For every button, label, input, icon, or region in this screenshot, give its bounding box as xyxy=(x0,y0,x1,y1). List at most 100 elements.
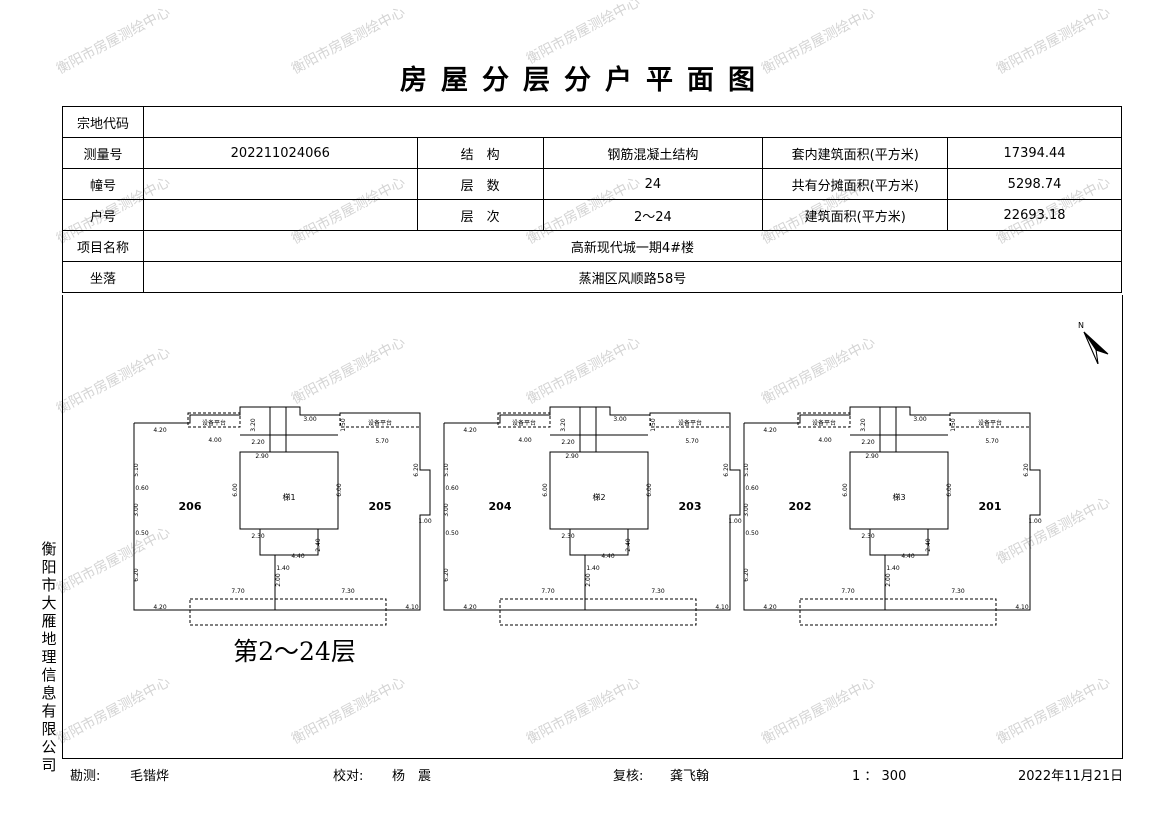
dimension-label: 0.50 xyxy=(135,530,149,537)
table-row: 测量号 202211024066 结 构 钢筋混凝土结构 套内建筑面积(平方米)… xyxy=(62,137,1122,169)
dimension-label: 0.60 xyxy=(135,485,149,492)
bottom-balcony xyxy=(499,598,697,626)
dimension-label: 4.40 xyxy=(291,553,305,560)
stair-core xyxy=(239,451,339,530)
info-table: 宗地代码 测量号 202211024066 结 构 钢筋混凝土结构 套内建筑面积… xyxy=(62,106,1123,293)
drawing-frame xyxy=(62,295,1123,759)
dimension-label: 7.70 xyxy=(541,588,555,595)
bottom-balcony xyxy=(189,598,387,626)
dimension-label: 2.40 xyxy=(625,538,632,552)
dimension-label: 2.30 xyxy=(861,533,875,540)
unit-number: 206 xyxy=(179,500,202,513)
dimension-label: 5.10 xyxy=(743,463,750,477)
total-area-label: 建筑面积(平方米) xyxy=(762,199,949,231)
side-company-char: 理 xyxy=(41,648,57,666)
floors-value: 24 xyxy=(542,168,764,200)
reviewer-name: 龚飞翰 xyxy=(670,769,710,784)
dimension-label: 7.30 xyxy=(951,588,965,595)
unit-number: 201 xyxy=(979,500,1002,513)
dimension-label: 2.00 xyxy=(275,573,282,587)
equipment-platform xyxy=(949,412,1031,428)
balcony-label: 设备平台 xyxy=(368,419,392,427)
balcony-label: 设备平台 xyxy=(978,419,1002,427)
dimension-label: 7.70 xyxy=(231,588,245,595)
balcony-label: 设备平台 xyxy=(202,419,226,427)
structure-value: 钢筋混凝土结构 xyxy=(542,137,764,169)
corridor-wall xyxy=(569,529,629,556)
equipment-platform xyxy=(797,412,851,428)
dimension-label: 6.20 xyxy=(743,568,750,582)
floor-range-label: 层 次 xyxy=(416,199,544,231)
unit-number: 202 xyxy=(789,500,812,513)
dimension-label: 6.20 xyxy=(443,568,450,582)
dimension-label: 4.20 xyxy=(763,604,777,611)
dimension-label: 2.00 xyxy=(885,573,892,587)
dimension-label: 2.30 xyxy=(561,533,575,540)
balcony-label: 设备平台 xyxy=(678,419,702,427)
stair-core xyxy=(849,451,949,530)
building-no-label: 幢号 xyxy=(62,168,144,200)
dimension-label: 0.60 xyxy=(445,485,459,492)
building-no-value xyxy=(142,168,418,200)
balcony-label: 设备平台 xyxy=(512,419,536,427)
dimension-label: 5.70 xyxy=(685,438,699,445)
side-company-char: 阳 xyxy=(41,558,57,576)
bottom-balcony xyxy=(799,598,997,626)
corridor-wall xyxy=(869,529,929,556)
location-value: 蒸湘区风顺路58号 xyxy=(142,261,1123,293)
inner-area-label: 套内建筑面积(平方米) xyxy=(762,137,949,169)
dimension-label: 3.00 xyxy=(303,416,317,423)
unit-number: 203 xyxy=(679,500,702,513)
shared-area-value: 5298.74 xyxy=(947,168,1122,200)
stair-label: 梯3 xyxy=(892,492,905,502)
checker-name: 杨 震 xyxy=(392,769,432,784)
shared-area-label: 共有分摊面积(平方米) xyxy=(762,168,949,200)
dimension-label: 3.20 xyxy=(860,418,867,432)
dimension-label: 6.00 xyxy=(946,483,953,497)
corridor-wall xyxy=(259,529,319,556)
page-title: 房屋分层分户平面图 xyxy=(400,65,769,96)
dimension-label: 4.40 xyxy=(601,553,615,560)
table-row: 坐落 蒸湘区风顺路58号 xyxy=(62,261,1123,293)
project-label: 项目名称 xyxy=(62,230,144,262)
side-company-char: 信 xyxy=(41,666,57,684)
dimension-label: 6.20 xyxy=(413,463,420,477)
unit-no-value xyxy=(142,199,418,231)
inner-area-value: 17394.44 xyxy=(947,137,1122,169)
dimension-label: 2.20 xyxy=(561,439,575,446)
checker-label: 校对: xyxy=(333,769,364,784)
side-company-char: 公 xyxy=(41,738,57,756)
dimension-label: 5.10 xyxy=(443,463,450,477)
side-company-char: 雁 xyxy=(41,612,57,630)
dimension-label: 4.10 xyxy=(715,604,729,611)
dimension-label: 4.20 xyxy=(463,604,477,611)
survey-no-value: 202211024066 xyxy=(142,137,418,169)
survey-no-label: 测量号 xyxy=(62,137,144,169)
side-company-char: 市 xyxy=(41,576,57,594)
dimension-label: 3.20 xyxy=(250,418,257,432)
dimension-label: 0.60 xyxy=(745,485,759,492)
dimension-label: 1.00 xyxy=(1028,518,1042,525)
dimension-label: 4.00 xyxy=(518,437,532,444)
dimension-label: 2.40 xyxy=(925,538,932,552)
dimension-label: 3.00 xyxy=(613,416,627,423)
surveyor-name: 毛锴烨 xyxy=(130,769,170,784)
dimension-label: 6.20 xyxy=(133,568,140,582)
floors-label: 层 数 xyxy=(416,168,544,200)
equipment-platform xyxy=(649,412,731,428)
dimension-label: 3.20 xyxy=(560,418,567,432)
dimension-label: 5.10 xyxy=(133,463,140,477)
dimension-label: 6.00 xyxy=(336,483,343,497)
dimension-label: 5.70 xyxy=(375,438,389,445)
dimension-label: 0.50 xyxy=(445,530,459,537)
dimension-label: 3.00 xyxy=(913,416,927,423)
dimension-label: 3.00 xyxy=(743,503,750,517)
side-company-char: 限 xyxy=(41,720,57,738)
surveyor-label: 勘测: xyxy=(70,769,101,784)
floor-label: 第2～24层 xyxy=(233,637,356,666)
dimension-label: 1.40 xyxy=(276,565,290,572)
dimension-label: 4.00 xyxy=(818,437,832,444)
dimension-label: 4.10 xyxy=(405,604,419,611)
dimension-label: 4.20 xyxy=(763,427,777,434)
dimension-label: 1.50 xyxy=(650,418,657,432)
